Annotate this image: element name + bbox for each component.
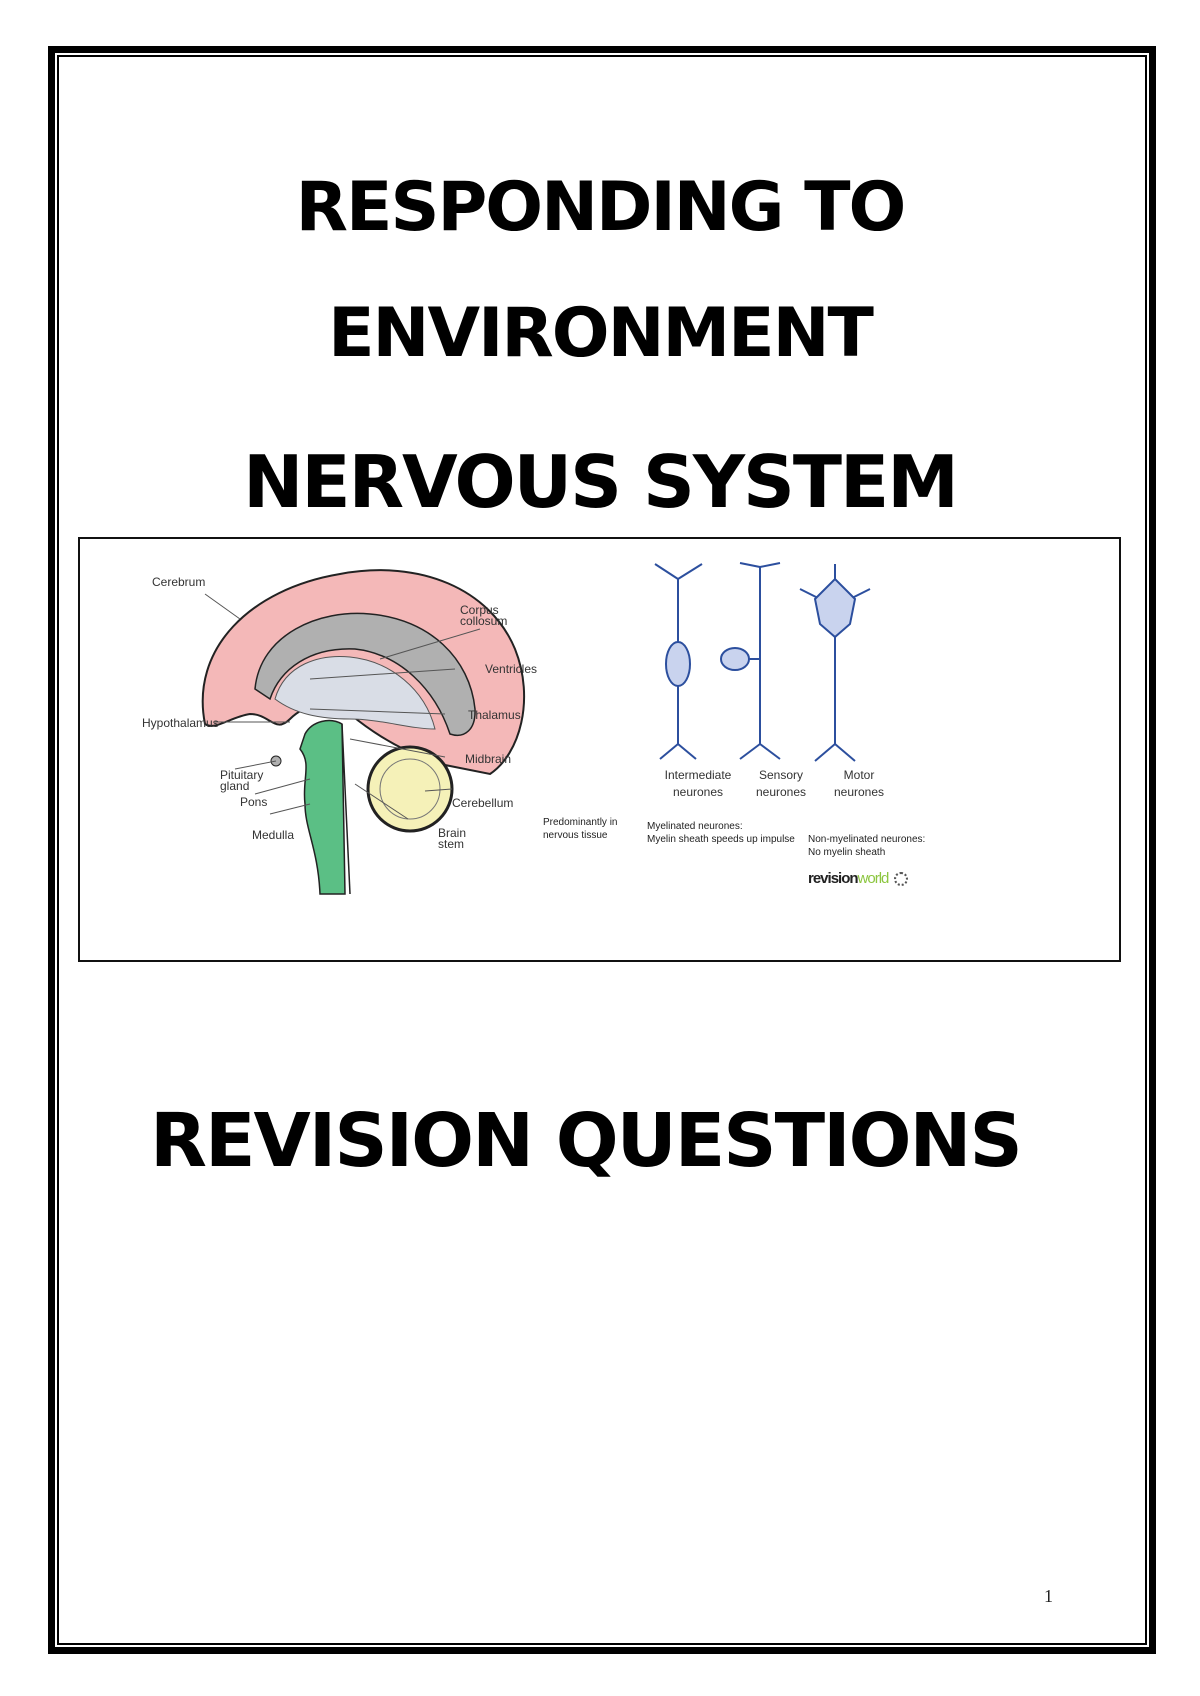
label-pituitary-2: gland xyxy=(220,779,250,793)
logo-part-world: world xyxy=(857,870,890,887)
note-line: nervous tissue xyxy=(543,830,608,841)
note-line: Myelin sheath speeds up impulse xyxy=(647,834,795,845)
note-line: Predominantly in xyxy=(543,817,618,828)
note-line: Myelinated neurones: xyxy=(647,821,743,832)
brain-diagram-icon xyxy=(201,562,871,895)
label-sensory-neurones: Sensory neurones xyxy=(736,767,826,801)
page-inner-border xyxy=(57,55,1147,1645)
label-brainstem-1: Brain xyxy=(438,826,467,840)
label-motor-neurones: Motor neurones xyxy=(814,767,904,801)
nervous-system-figure: Cerebrum Corpus collosum Ventricles Thal… xyxy=(78,537,1121,962)
neurone-label-line2: neurones xyxy=(672,785,724,799)
neurone-label-line1: Motor xyxy=(843,768,875,782)
page-outer-border xyxy=(48,46,1156,1654)
label-intermediate-neurones: Intermediate neurones xyxy=(653,767,743,801)
label-pons: Pons xyxy=(240,795,268,809)
note-line: Non-myelinated neurones: xyxy=(808,834,926,845)
label-medulla: Medulla xyxy=(252,828,295,842)
label-corpus-2: collosum xyxy=(460,614,508,628)
title-line-2: ENVIRONMENT xyxy=(328,294,874,373)
label-midbrain: Midbrain xyxy=(465,752,512,766)
note-predominant: Predominantly in nervous tissue xyxy=(543,816,617,842)
logo-circle-icon xyxy=(893,872,908,887)
label-cerebellum: Cerebellum xyxy=(452,796,514,810)
revisionworld-logo: revisionworld xyxy=(808,870,908,887)
revision-questions-heading: REVISION QUESTIONS xyxy=(150,1098,1023,1184)
label-ventricles: Ventricles xyxy=(485,662,538,676)
label-corpus-1: Corpus xyxy=(460,603,499,617)
neurone-label-line2: neurones xyxy=(755,785,807,799)
title-line-3: NERVOUS SYSTEM xyxy=(243,440,959,524)
note-nonmyelinated: Non-myelinated neurones: No myelin sheat… xyxy=(808,833,925,859)
note-myelinated: Myelinated neurones: Myelin sheath speed… xyxy=(647,820,795,846)
logo-part-revision: revision xyxy=(808,870,859,887)
label-brainstem-2: stem xyxy=(438,837,465,851)
label-hypothalamus: Hypothalamus xyxy=(142,716,219,730)
neurone-label-line1: Sensory xyxy=(758,768,804,782)
title-line-1: RESPONDING TO xyxy=(295,168,907,247)
page-number: 1 xyxy=(1044,1586,1053,1606)
neurone-label-line2: neurones xyxy=(833,785,885,799)
label-cerebrum: Cerebrum xyxy=(152,575,206,589)
label-pituitary-1: Pituitary xyxy=(220,768,264,782)
neurone-label-line1: Intermediate xyxy=(664,768,732,782)
label-thalamus: Thalamus xyxy=(468,708,521,722)
note-line: No myelin sheath xyxy=(808,847,886,858)
